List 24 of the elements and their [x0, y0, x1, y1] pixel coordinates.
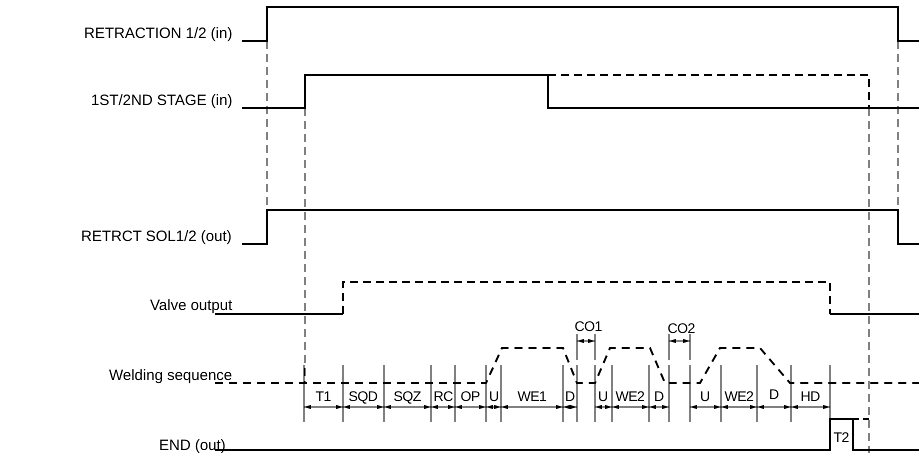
timing-label: CO1 [574, 319, 602, 333]
timing-label: U [598, 389, 608, 403]
timing-label: OP [460, 389, 480, 403]
timing-label: D [565, 389, 575, 403]
timing-label: D [654, 389, 664, 403]
timing-label: U [489, 389, 499, 403]
timing-label: SQZ [394, 389, 421, 403]
timing-label: WE2 [724, 389, 754, 403]
signal-name: Welding sequence [109, 368, 232, 382]
timing-label: RC [434, 389, 453, 403]
timing-label: WE2 [616, 389, 644, 403]
timing-label: D [769, 387, 779, 401]
timing-label: T1 [316, 389, 331, 403]
signal-name: END (out) [159, 438, 226, 452]
signal-name: 1ST/2ND STAGE (in) [91, 92, 232, 108]
timing-label: CO2 [668, 321, 695, 335]
signal-name: Valve output [150, 298, 232, 312]
timing-label: T2 [834, 430, 849, 444]
timing-label: HD [800, 389, 820, 403]
timing-label: SQD [348, 389, 378, 403]
signal-name: RETRACTION 1/2 (in) [84, 26, 232, 40]
timing-label: U [700, 389, 710, 403]
signal-name: RETRCT SOL1/2 (out) [81, 228, 232, 244]
timing-label: WE1 [518, 389, 546, 403]
